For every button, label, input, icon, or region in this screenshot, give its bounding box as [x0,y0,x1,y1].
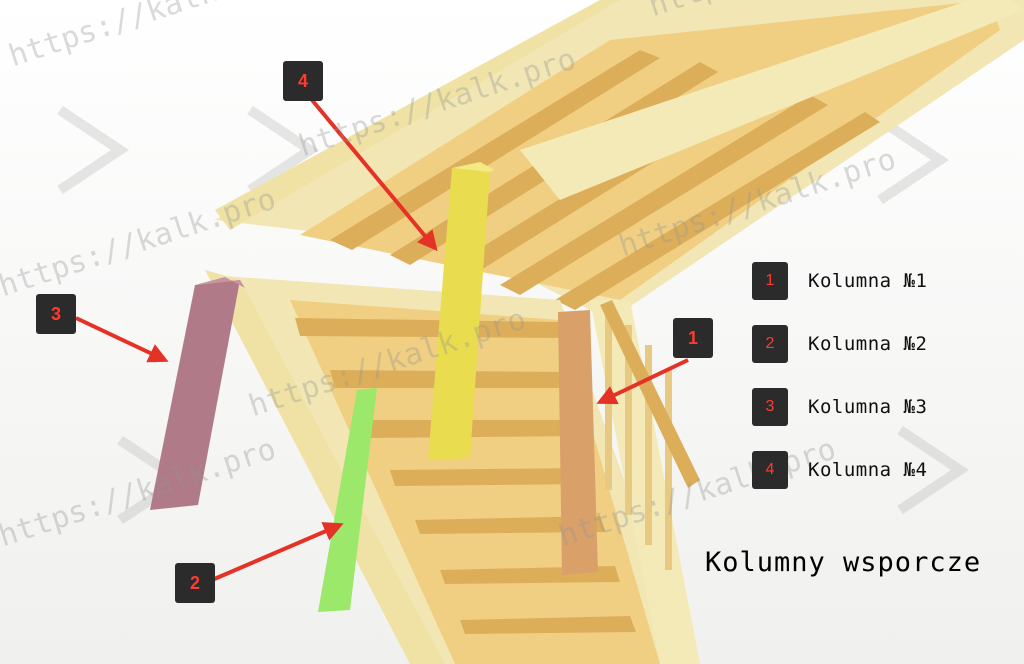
legend-item-2: 2 Kolumna №2 [752,325,927,363]
legend-item-3: 3 Kolumna №3 [752,388,927,426]
legend-badge: 4 [752,451,788,489]
column-2 [318,388,377,612]
legend-item-4: 4 Kolumna №4 [752,451,927,489]
legend-badge: 3 [752,388,788,426]
column-1 [558,310,598,575]
legend-badge: 1 [752,262,788,300]
legend-label: Kolumna №1 [808,270,928,292]
diagram-caption: Kolumny wsporcze [705,547,982,578]
arrow-3 [75,316,169,363]
marker-3: 3 [36,294,76,334]
arrow-1 [596,358,689,405]
arrow-2 [211,522,344,582]
marker-2: 2 [175,563,215,603]
callout-arrows [75,98,689,582]
legend-label: Kolumna №2 [808,333,928,355]
legend-item-1: 1 Kolumna №1 [752,262,927,300]
marker-4: 4 [283,61,323,101]
legend-badge: 2 [752,325,788,363]
column-3 [150,277,245,510]
marker-1: 1 [673,318,713,358]
arrow-4 [310,98,438,252]
legend-label: Kolumna №3 [808,396,928,418]
legend-label: Kolumna №4 [808,459,928,481]
column-4 [428,162,495,460]
